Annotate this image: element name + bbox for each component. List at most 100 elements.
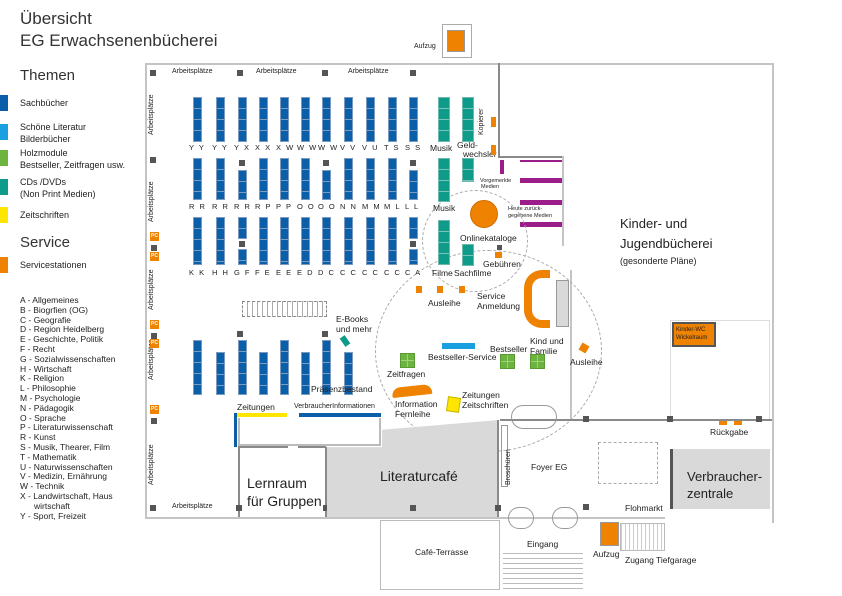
legend-swatch-servicestationen	[0, 257, 8, 273]
bookshelf[interactable]	[344, 158, 353, 200]
cd-shelf-musik[interactable]	[438, 97, 450, 142]
bookshelf-reference[interactable]	[216, 352, 225, 395]
return-slot[interactable]	[734, 421, 742, 425]
bookshelf[interactable]	[301, 97, 310, 142]
category-item: F - Recht	[20, 343, 55, 354]
verbraucherzentrale-room[interactable]	[670, 449, 770, 509]
wall-top-left	[145, 63, 500, 65]
online-catalog-terminal[interactable]	[470, 200, 498, 228]
bookshelf[interactable]	[193, 217, 202, 265]
bookshelf[interactable]	[409, 97, 418, 142]
bookshelf[interactable]	[322, 97, 331, 142]
pillar	[410, 505, 416, 511]
bookshelf-reference[interactable]	[301, 352, 310, 395]
label-ausleihe: Ausleihe	[428, 298, 461, 308]
bookshelf[interactable]	[322, 217, 331, 265]
cd-shelf-musik-2[interactable]	[438, 158, 450, 202]
shelf-label: V V	[340, 143, 357, 152]
elevator-top-shaft	[442, 24, 472, 58]
category-item: O - Sprache	[20, 412, 66, 423]
bookshelf[interactable]	[301, 217, 310, 265]
kids-wc-room[interactable]	[672, 322, 716, 347]
legend-swatch-schoene-literatur	[0, 124, 8, 140]
bookshelf[interactable]	[259, 217, 268, 265]
bookshelf-reference[interactable]	[322, 340, 331, 395]
legend-swatch-sachbuecher	[0, 95, 8, 111]
return-slot[interactable]	[719, 421, 727, 425]
checkout-station[interactable]	[437, 286, 443, 293]
bookshelf[interactable]	[216, 158, 225, 200]
bookshelf[interactable]	[344, 97, 353, 142]
bookshelf[interactable]	[388, 158, 397, 200]
bookshelf[interactable]	[259, 97, 268, 142]
pc-station[interactable]: PC	[150, 405, 159, 414]
bookshelf[interactable]	[216, 217, 225, 265]
pc-station[interactable]: PC	[150, 252, 159, 261]
pc-station[interactable]: PC	[150, 320, 159, 329]
elevator-bottom-icon[interactable]	[600, 522, 619, 546]
ebooks-stand[interactable]	[339, 335, 351, 347]
cd-shelf-2[interactable]	[462, 158, 474, 182]
bookshelf[interactable]	[193, 97, 202, 142]
bookshelf-reference[interactable]	[193, 340, 202, 395]
bookshelf[interactable]	[344, 217, 353, 265]
bookshelf-reference[interactable]	[259, 352, 268, 395]
shelf-label: V U	[362, 143, 380, 152]
bookshelf[interactable]	[216, 97, 225, 142]
workstations-left-5: Arbeitsplätze	[148, 444, 155, 485]
label-filme: Filme	[432, 268, 453, 278]
elevator-top-icon[interactable]	[447, 30, 465, 52]
checkout-station[interactable]	[459, 286, 465, 293]
bookshelf[interactable]	[409, 249, 418, 265]
entrance-door-1[interactable]	[508, 507, 534, 529]
fees-station[interactable]	[495, 252, 502, 258]
pillar	[150, 505, 156, 511]
label-service: Service	[477, 291, 506, 301]
checkout-station[interactable]	[416, 286, 422, 293]
bookshelf[interactable]	[280, 97, 289, 142]
cd-shelf-filme[interactable]	[438, 220, 450, 265]
bookshelf[interactable]	[238, 217, 247, 239]
bookshelf-reference[interactable]	[238, 340, 247, 395]
category-item: X - Landwirtschaft, Haus	[20, 490, 113, 501]
bookshelf[interactable]	[238, 97, 247, 142]
copier-icon[interactable]	[491, 117, 496, 127]
service-desk[interactable]	[524, 270, 550, 328]
pc-station[interactable]: PC	[150, 339, 159, 348]
legend-label-sachbuecher: Sachbücher	[20, 98, 69, 108]
bookshelf[interactable]	[238, 170, 247, 200]
bookshelf[interactable]	[366, 158, 375, 200]
bookshelf[interactable]	[259, 158, 268, 200]
bookshelf[interactable]	[366, 97, 375, 142]
bookshelf[interactable]	[238, 249, 247, 265]
revolving-door-top[interactable]	[511, 405, 557, 429]
entrance-door-2[interactable]	[552, 507, 578, 529]
pc-station[interactable]: PC	[150, 232, 159, 241]
label-zeitungen: Zeitungen	[237, 402, 275, 412]
bookshelf[interactable]	[322, 170, 331, 200]
shelf-label: C C	[340, 268, 358, 277]
bookshelf[interactable]	[366, 217, 375, 265]
bookshelf-reference[interactable]	[280, 340, 289, 395]
bookshelf[interactable]	[280, 217, 289, 265]
category-item: N - Pädagogik	[20, 402, 74, 413]
label-bestseller: Bestseller	[490, 344, 528, 354]
wall-lernraum-left	[238, 447, 240, 517]
reading-room	[238, 418, 381, 446]
cd-shelf-sachfilme[interactable]	[462, 244, 474, 266]
bookshelf[interactable]	[409, 170, 418, 200]
shelf-label: C C	[362, 268, 380, 277]
bookshelf-reference[interactable]	[344, 352, 353, 395]
legend-swatch-holzmodule	[0, 150, 8, 166]
money-changer-icon[interactable]	[491, 145, 496, 155]
pillar	[410, 70, 416, 76]
bookshelf[interactable]	[388, 97, 397, 142]
cd-shelf-geldwechsler[interactable]	[462, 97, 474, 142]
bookshelf[interactable]	[193, 158, 202, 200]
bookshelf[interactable]	[409, 217, 418, 239]
bookshelf[interactable]	[301, 158, 310, 200]
bookshelf[interactable]	[280, 158, 289, 200]
label-flohmarkt: Flohmarkt	[625, 503, 663, 513]
shelf-label: H H	[212, 268, 230, 277]
bookshelf[interactable]	[388, 217, 397, 265]
